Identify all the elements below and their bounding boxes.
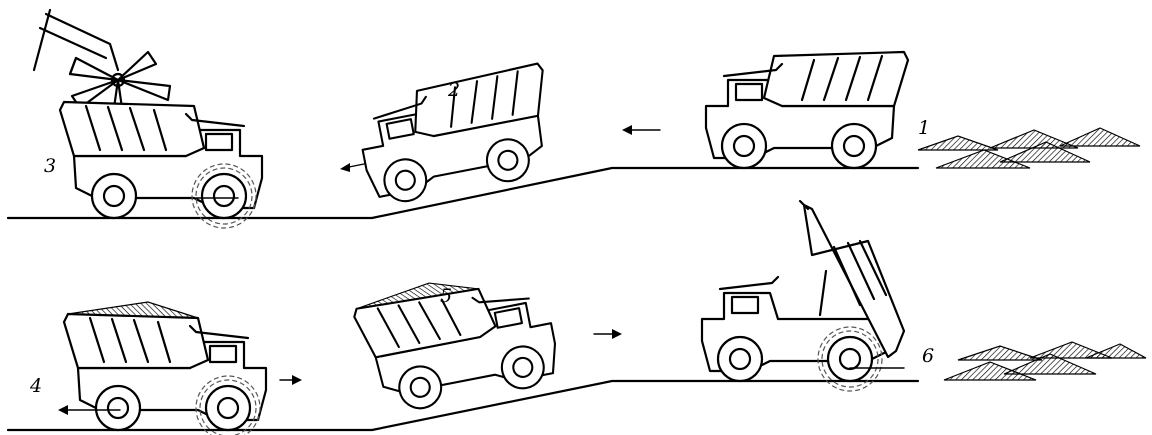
top-ground-line (6, 166, 920, 220)
truck-6 (700, 199, 906, 392)
truck-4 (64, 301, 266, 435)
bottom-ground-line (6, 379, 920, 432)
truck-3-label: 3 (44, 155, 56, 177)
truck-1-label: 1 (918, 117, 930, 139)
spoil-piles-top (917, 127, 1141, 169)
truck-3 (60, 102, 262, 229)
truck-6-label: 6 (922, 345, 934, 367)
direction-arrow-truck-4 (279, 375, 302, 385)
spoil-piles-bottom (943, 341, 1147, 381)
direction-arrow-truck-2 (340, 163, 365, 172)
truck-2-label: 2 (447, 79, 460, 101)
reaction-arrow-truck-4 (58, 405, 121, 415)
truck-5-label: 5 (440, 285, 452, 307)
truck-4-label: 4 (29, 375, 42, 397)
truck-5 (351, 262, 563, 418)
direction-arrow-truck-5 (593, 329, 622, 339)
truck-1 (704, 50, 910, 170)
direction-arrow-truck-1 (622, 125, 661, 135)
